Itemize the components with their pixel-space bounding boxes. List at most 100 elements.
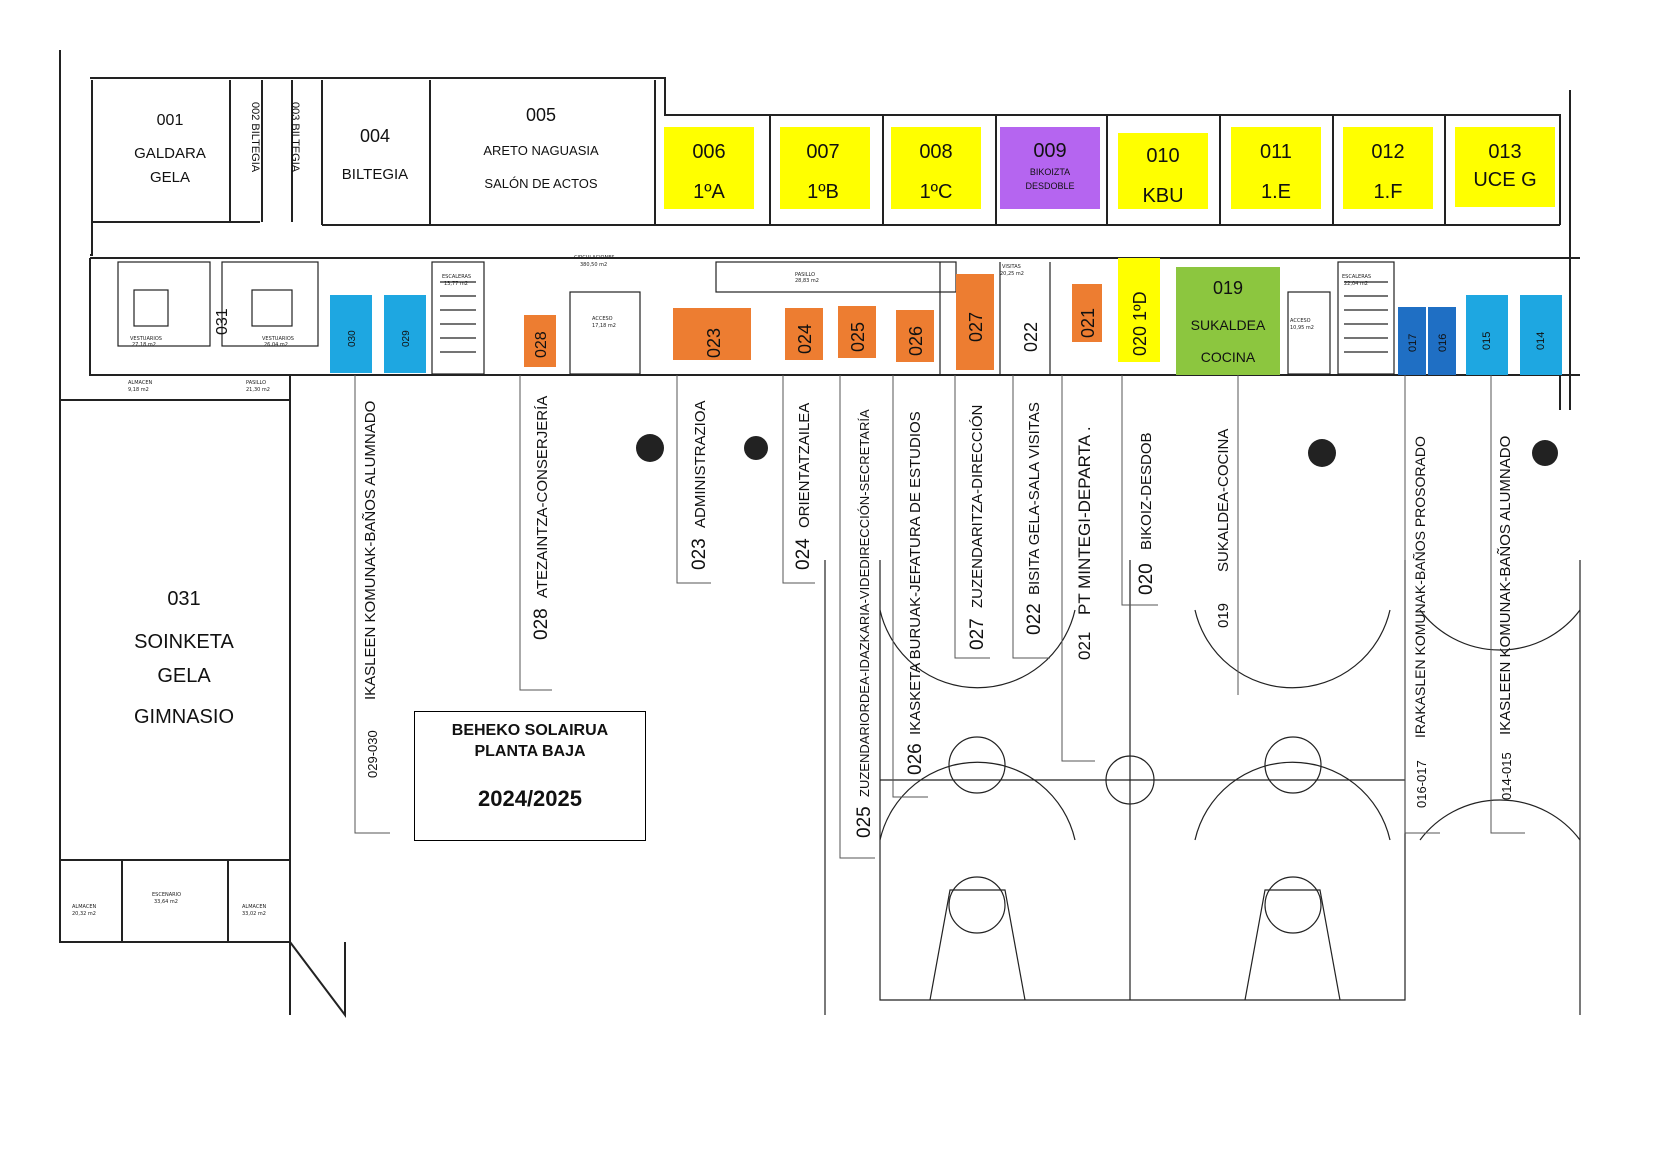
- plan-labels: CIRCULACIONES 380,50 m2 PASILLO 28,83 m2…: [72, 255, 1371, 917]
- plan-label: 28,83 m2: [795, 278, 819, 284]
- plan-label: PASILLO: [246, 380, 266, 386]
- callout-019-num: 019: [1215, 603, 1232, 628]
- callout-014-015-num: 014-015: [1499, 752, 1514, 800]
- plan-label: ALMACEN: [128, 380, 153, 386]
- gym-num: 031: [167, 588, 200, 610]
- plan-label: 20,25 m2: [1000, 271, 1024, 277]
- callout-023-num: 023: [689, 538, 710, 570]
- plan-year: 2024/2025: [478, 786, 582, 811]
- room-024: [785, 308, 823, 360]
- room-026-num: 026: [906, 326, 926, 356]
- callout-026-text: IKASKETA BURUAK-JEFATURA DE ESTUDIOS: [907, 411, 924, 735]
- room-021-num: 021: [1078, 308, 1098, 338]
- room-020: [1118, 258, 1160, 362]
- room-014: [1520, 295, 1562, 375]
- trees: [636, 434, 1558, 467]
- callout-019-text: SUKALDEA-COCINA: [1215, 429, 1232, 572]
- classroom-012-num: 012: [1371, 141, 1404, 163]
- walls: [59, 50, 1580, 1018]
- plan-subtitle: PLANTA BAJA: [474, 743, 586, 760]
- room-021: [1072, 284, 1102, 342]
- room-001-label: GALDARA: [134, 145, 206, 162]
- plan-label: 10,95 m2: [1290, 325, 1314, 331]
- room-019-kitchen: [1176, 267, 1280, 375]
- plan-label: 33,02 m2: [242, 911, 266, 917]
- plan-label: ESCALERAS: [442, 274, 471, 280]
- room-019-label: SUKALDEA: [1191, 317, 1266, 333]
- room-004-label: BILTEGIA: [342, 166, 408, 183]
- room-001-label-2: GELA: [150, 169, 190, 186]
- plan-label: 22,04 m2: [1344, 281, 1368, 287]
- plan-label: 17,18 m2: [592, 323, 616, 329]
- plan-label: PASILLO: [795, 272, 815, 278]
- room-028-num: 028: [533, 331, 550, 358]
- plan-label: CIRCULACIONES: [574, 255, 615, 261]
- room-023: [673, 308, 751, 360]
- callout-025-text: ZUZENDARIORDEA-IDAZKARIA-VIDEDIRECCIÓN-S…: [857, 409, 872, 797]
- room-027: [956, 274, 994, 370]
- room-028: [524, 315, 556, 367]
- classroom-013: [1455, 127, 1555, 207]
- room-004-num: 004: [360, 126, 390, 146]
- callout-021-num: 021: [1075, 632, 1094, 660]
- callout-024-num: 024: [793, 538, 814, 570]
- room-029-num: 029: [401, 330, 412, 347]
- classroom-011: [1231, 127, 1321, 209]
- plan-label: 33,64 m2: [154, 899, 178, 905]
- room-016: [1428, 307, 1456, 375]
- classroom-012: [1343, 127, 1433, 209]
- classroom-006-name: 1ºA: [693, 181, 725, 203]
- room-014-num: 014: [1535, 332, 1547, 350]
- corridor-031-label: 031: [214, 308, 231, 335]
- plan-label: 21,30 m2: [246, 387, 270, 393]
- sports-courts: [824, 560, 1581, 1015]
- callout-028-num: 028: [531, 608, 552, 640]
- room-017-num: 017: [1407, 334, 1419, 352]
- room-027-num: 027: [966, 312, 986, 342]
- room-016-num: 016: [1437, 334, 1449, 352]
- classroom-008-num: 008: [919, 141, 952, 163]
- classroom-008-name: 1ºC: [920, 181, 953, 203]
- classroom-007-name: 1ºB: [807, 181, 839, 203]
- room-005-num: 005: [526, 105, 556, 125]
- classroom-006: [664, 127, 754, 209]
- room-002-label: 002 BILTEGIA: [249, 102, 261, 173]
- classroom-009-name: BIKOIZTA: [1030, 167, 1070, 177]
- classrooms: 006 1ºA 007 1ºB 008 1ºC 009 BIKOIZTA DES…: [664, 127, 1555, 209]
- classroom-007-num: 007: [806, 141, 839, 163]
- plan-label: 26,04 m2: [264, 342, 288, 348]
- corridor-partitions: [117, 261, 1395, 375]
- plan-label: 380,50 m2: [580, 262, 607, 268]
- plan-label: ACCESO: [1290, 318, 1311, 324]
- room-025-num: 025: [848, 322, 868, 352]
- callouts: [354, 375, 1525, 859]
- callout-020-text: BIKOIZ-DESDOB: [1138, 432, 1155, 550]
- classroom-007: [780, 127, 870, 209]
- classroom-012-name: 1.F: [1374, 181, 1403, 203]
- callout-025-num: 025: [854, 806, 875, 838]
- callout-020-num: 020: [1136, 563, 1157, 595]
- callout-022-num: 022: [1024, 603, 1045, 635]
- classroom-011-name: 1.E: [1261, 181, 1291, 203]
- plan-label: ALMACEN: [72, 904, 97, 910]
- room-001-num: 001: [157, 112, 184, 129]
- gym: 031 SOINKETA GELA GIMNASIO: [134, 588, 234, 728]
- plan-label: 13,77 m2: [444, 281, 468, 287]
- room-019-label-2: COCINA: [1201, 349, 1256, 365]
- callout-021-text: PT MINTEGI-DEPARTA .: [1075, 426, 1094, 615]
- plan-title-box: BEHEKO SOLAIRUA PLANTA BAJA 2024/2025: [414, 711, 646, 841]
- room-020-num: 020 1ºD: [1130, 291, 1150, 356]
- plan-label: 27,18 m2: [132, 342, 156, 348]
- callout-022-text: BISITA GELA-SALA VISITAS: [1026, 402, 1043, 595]
- room-030-num: 030: [347, 330, 358, 347]
- classroom-010: [1118, 133, 1208, 209]
- room-019-num: 019: [1213, 278, 1243, 298]
- classroom-009-num: 009: [1033, 140, 1066, 162]
- callout-029-030-num: 029-030: [365, 730, 380, 778]
- plan-label: ACCESO: [592, 316, 613, 322]
- callout-texts: 029-030 IKASLEEN KOMUNAK-BAÑOS ALUMNADO …: [362, 396, 1514, 838]
- room-024-num: 024: [795, 324, 815, 354]
- classroom-009: [1000, 127, 1100, 209]
- gym-label: SOINKETA: [134, 631, 234, 653]
